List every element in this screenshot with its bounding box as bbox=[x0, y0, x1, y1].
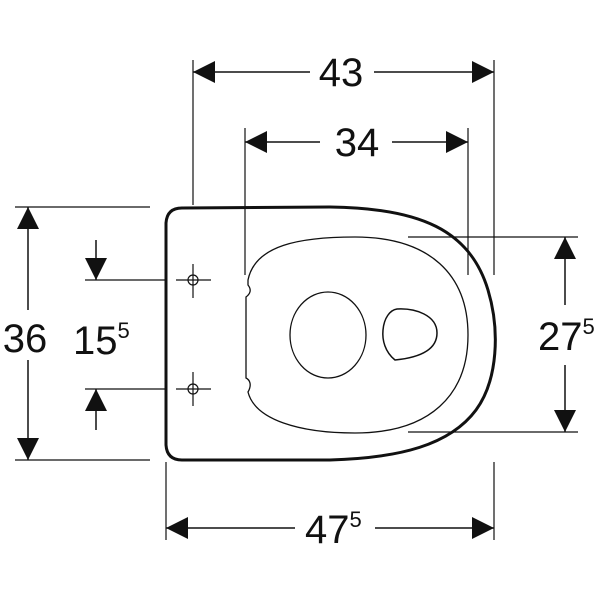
flush-inlet bbox=[382, 308, 438, 361]
bowl-outline bbox=[164, 205, 497, 462]
seat-opening bbox=[245, 236, 469, 434]
dim-label-fixing-spacing: 155 bbox=[73, 318, 130, 363]
dim-label-overall-width: 43 bbox=[319, 51, 364, 95]
dim-label-overall-length: 475 bbox=[305, 507, 362, 552]
fixing-hole-top bbox=[176, 264, 211, 298]
dim-label-overall-depth: 36 bbox=[3, 317, 48, 361]
dim-label-inner-width: 34 bbox=[335, 121, 380, 165]
dim-label-seat-depth: 275 bbox=[538, 314, 595, 359]
extension-lines bbox=[15, 60, 578, 540]
bowl-outlet bbox=[289, 291, 367, 379]
fixing-hole-bottom bbox=[176, 372, 211, 406]
